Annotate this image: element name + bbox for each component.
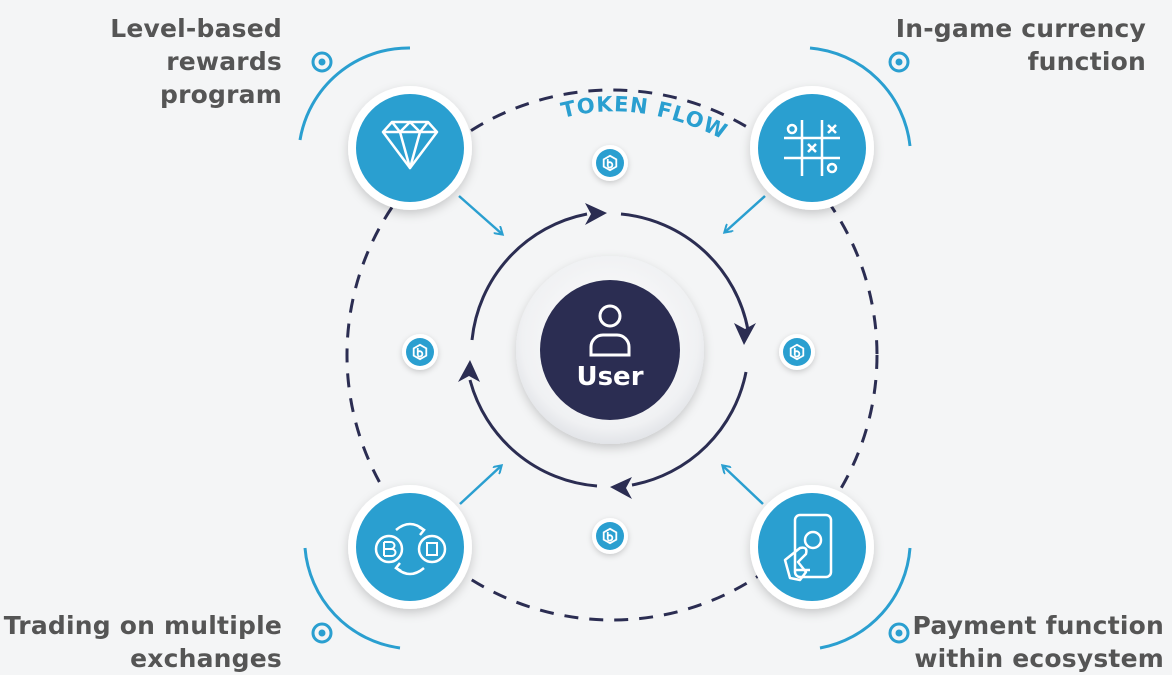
center-label: User [576, 362, 643, 392]
flow-arrowheads [458, 203, 756, 499]
feature-node-trading [348, 485, 472, 609]
feature-label-line: function [1027, 47, 1146, 76]
feature-label-currency: In-game currency function [888, 12, 1146, 78]
feature-label-trading: Trading on multiple exchanges [0, 609, 282, 675]
arrowhead [458, 360, 480, 382]
exchange-icon [374, 522, 447, 576]
feature-node-currency [750, 86, 874, 210]
decorative-arcs [298, 46, 912, 650]
arrowhead [734, 323, 756, 345]
token-flow-label-path: TOKEN FLOW [559, 92, 731, 144]
feature-label-line: program [160, 80, 282, 109]
feature-label-line: Level-based rewards [110, 14, 282, 76]
bullseye-dot [311, 51, 333, 73]
token-badge [592, 145, 628, 181]
token-badges [402, 145, 815, 554]
connector-arrow [725, 195, 766, 232]
inner-flow-cycle [468, 212, 750, 488]
token-badge [779, 334, 815, 370]
connector-arrows [458, 195, 766, 505]
diamond-icon [381, 120, 439, 170]
tic-tac-toe-icon [784, 120, 840, 176]
token-badge [402, 334, 438, 370]
feature-label-line: In-game currency [895, 14, 1146, 43]
user-hub: User [516, 256, 704, 444]
bullseye-dot [888, 51, 910, 73]
bullseye-dot [311, 622, 333, 644]
feature-label-line: Payment function [912, 611, 1164, 640]
bullseye-dots [311, 51, 910, 644]
connector-arrow [458, 195, 502, 234]
hub-core [540, 280, 680, 420]
feature-label-rewards: Level-based rewards program [8, 12, 282, 111]
phone-payment-icon [783, 513, 833, 582]
feature-node-payment [750, 485, 874, 609]
arrowhead [610, 477, 632, 499]
connector-arrow [459, 466, 501, 505]
connector-arrow [723, 466, 764, 505]
feature-label-line: Trading on multiple [3, 611, 282, 640]
outer-dashed-ring [345, 88, 879, 622]
bullseye-dot [888, 622, 910, 644]
feature-node-rewards [348, 86, 472, 210]
token-badge [592, 518, 628, 554]
token-flow-label: TOKEN FLOW [559, 92, 732, 144]
user-icon [589, 304, 631, 357]
arrowhead [585, 203, 607, 225]
